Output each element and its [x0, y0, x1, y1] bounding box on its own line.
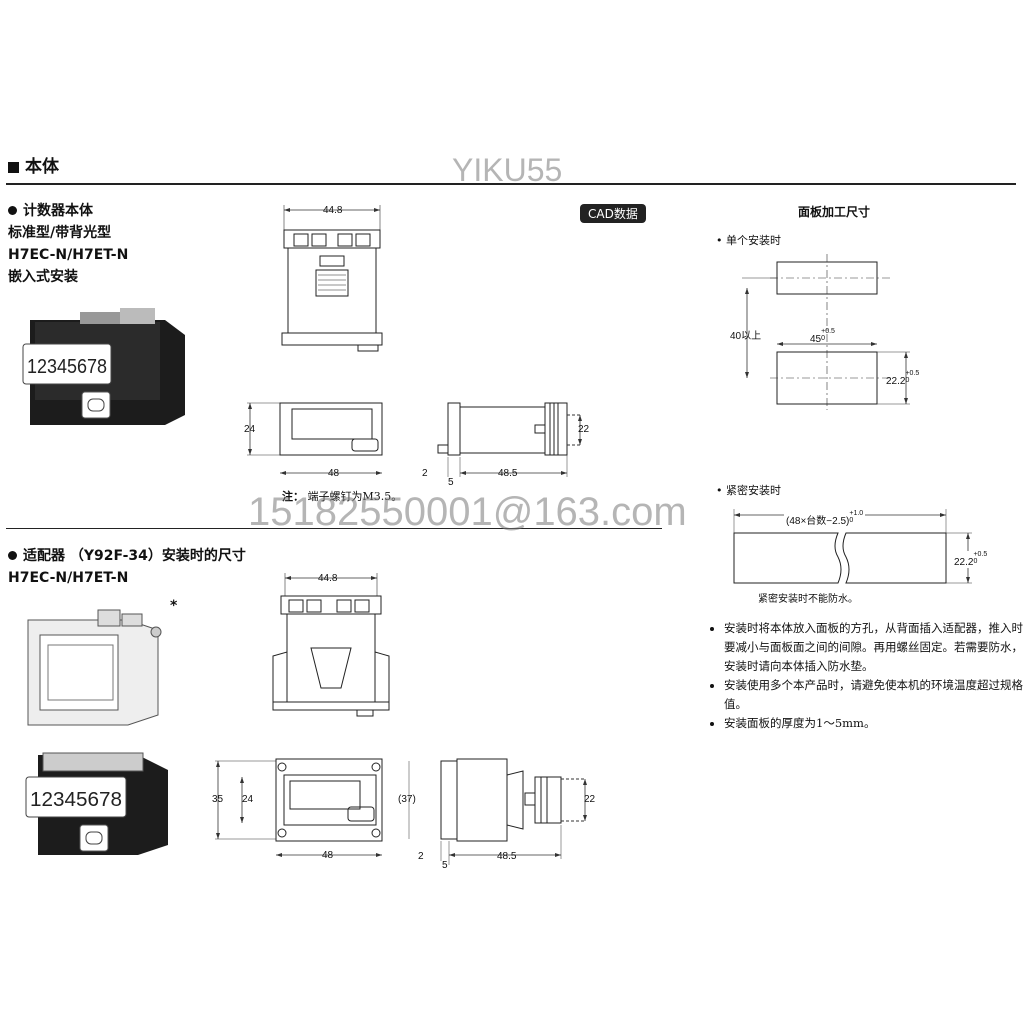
adapter-star: * — [170, 598, 178, 614]
list-item: 安装使用多个本产品时，请避免使本机的环境温度超过规格值。 — [724, 676, 1024, 714]
adapter-heading: 适配器 （Y92F-34）安装时的尺寸 — [23, 548, 246, 564]
counter-side-depth-label: 48.5 — [498, 468, 518, 479]
tight-mount-label: • 紧密安装时 — [716, 484, 781, 497]
list-item: 安装面板的厚度为1～5mm。 — [724, 714, 1024, 733]
counter-side-view — [437, 402, 582, 477]
adapter-side-depth-label: 48.5 — [497, 851, 517, 862]
adapter-side-view — [408, 758, 587, 865]
counter-top-width-label: 44.8 — [323, 205, 343, 216]
adapter-side-b-label: 5 — [442, 860, 448, 871]
adapter-counter-photo: 12345678 — [25, 752, 168, 855]
adapter-top-view — [272, 573, 390, 717]
section-divider — [6, 183, 1016, 185]
cad-data-button[interactable]: CAD数据 — [580, 204, 646, 223]
note-text: 端子螺钉为M3.5。 — [307, 490, 403, 503]
left-divider — [6, 528, 662, 529]
counter-model: H7EC-N/H7ET-N — [8, 247, 129, 263]
counter-line1: 标准型/带背光型 — [8, 225, 112, 241]
terminal-note: 注： 端子螺钉为M3.5。 — [282, 488, 402, 504]
counter-heading: 计数器本体 — [23, 203, 93, 219]
single-mount-label: • 单个安装时 — [716, 234, 781, 247]
dot-bullet-icon — [8, 206, 17, 215]
adapter-front-width-label: 48 — [322, 850, 334, 861]
counter-side-a-label: 2 — [422, 468, 428, 479]
adapter-model: H7EC-N/H7ET-N — [8, 570, 129, 586]
adapter-text-block: 适配器 （Y92F-34）安装时的尺寸 H7EC-N/H7ET-N — [8, 545, 246, 589]
list-item: 安装时将本体放入面板的方孔，从背面插入适配器，推入时要减小与面板面之间的间隙。再… — [724, 619, 1024, 676]
adapter-front-h2-label: 24 — [242, 794, 254, 805]
single-mount-drawing — [742, 254, 910, 410]
counter-front-width-label: 48 — [328, 468, 340, 479]
watermark-email: 15182550001@163.com — [248, 490, 687, 534]
section-title: 本体 — [8, 152, 59, 177]
counter-front-height-label: 24 — [244, 424, 256, 435]
tight-note: 紧密安装时不能防水。 — [758, 594, 858, 605]
adapter-side-a-label: 2 — [418, 851, 424, 862]
adapter-side-height-label: 22 — [584, 794, 596, 805]
adapter-photo-display: 12345678 — [30, 789, 122, 811]
square-bullet-icon — [8, 162, 19, 173]
adapter-top-width-label: 44.8 — [318, 573, 338, 584]
dot-bullet-icon — [8, 551, 17, 560]
watermark-top: YIKU55 — [452, 152, 563, 188]
install-notes-list: 安装时将本体放入面板的方孔，从背面插入适配器，推入时要减小与面板面之间的间隙。再… — [710, 619, 1024, 733]
counter-side-b-label: 5 — [448, 477, 454, 488]
adapter-front-view — [215, 758, 383, 857]
counter-photo-display: 12345678 — [27, 356, 107, 378]
note-label: 注： — [282, 490, 304, 503]
counter-front-view — [247, 402, 383, 475]
counter-side-height-label: 22 — [578, 424, 590, 435]
panel-title: 面板加工尺寸 — [798, 205, 871, 219]
single-vert-label: 40以上 — [730, 331, 762, 342]
counter-text-block: 计数器本体 标准型/带背光型 H7EC-N/H7ET-N 嵌入式安装 — [8, 200, 128, 288]
counter-photo: 12345678 — [22, 308, 185, 425]
counter-mount: 嵌入式安装 — [8, 269, 78, 285]
adapter-photo — [27, 609, 162, 726]
counter-top-view — [281, 205, 383, 352]
adapter-front-h1-label: 35 — [212, 794, 224, 805]
adapter-side-paren-label: (37) — [398, 794, 416, 805]
